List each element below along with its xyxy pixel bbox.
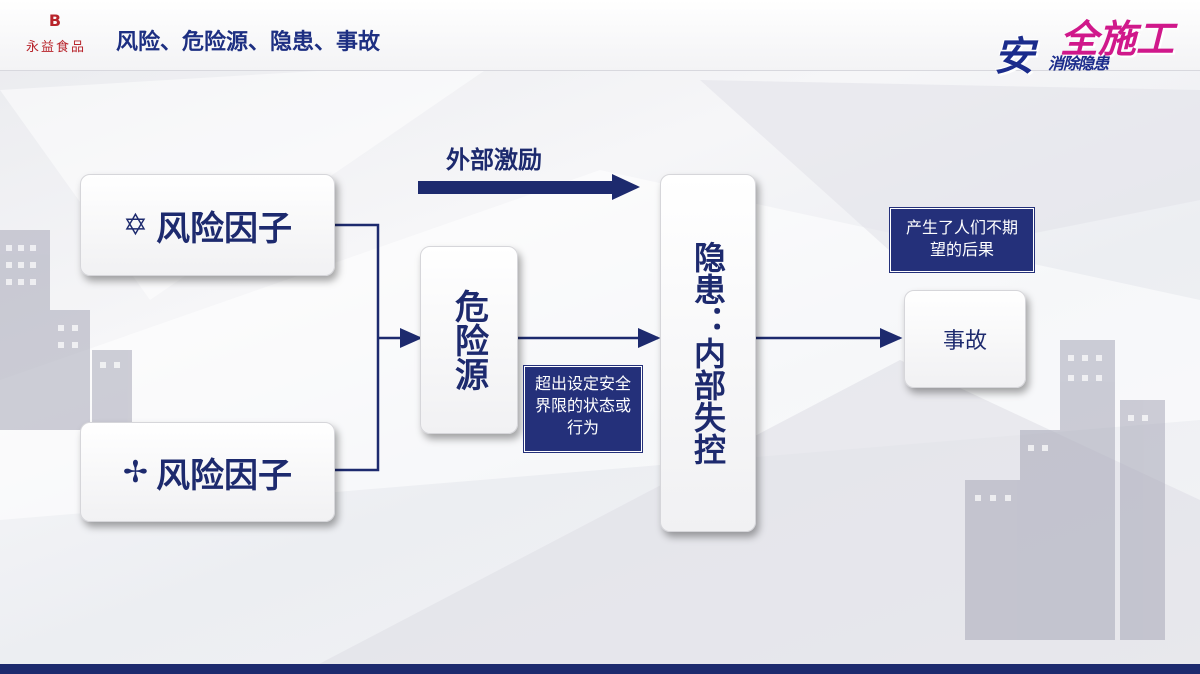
risk-factor-box-2: ✢ 风险因子 <box>80 422 335 522</box>
company-logo: B 永益食品 <box>10 12 102 56</box>
badge-top-text: 全施工 <box>1060 17 1175 61</box>
external-stimulus-arrow <box>418 174 640 200</box>
star-of-david-icon: ✡ <box>122 207 149 243</box>
badge-big-text: 安 <box>994 34 1034 80</box>
header-bar: B 永益食品 风险、危险源、隐患、事故 <box>0 0 1200 71</box>
external-stimulus-label: 外部激励 <box>446 146 542 174</box>
footer-bar <box>0 664 1200 674</box>
hazard-source-box: 危险源 <box>420 246 518 434</box>
logo-text: 永益食品 <box>25 40 86 55</box>
accident-label: 事故 <box>942 329 987 354</box>
risk-factor-label-1: 风险因子 <box>156 208 293 249</box>
consequence-note: 产生了人们不期望的后果 <box>890 208 1034 272</box>
hazard-source-label: 危险源 <box>448 289 489 391</box>
risk-factor-box-1: ✡ 风险因子 <box>80 174 335 276</box>
page-title: 风险、危险源、隐患、事故 <box>116 30 381 55</box>
risk-factor-label-2: 风险因子 <box>156 455 293 496</box>
logo-mark: B <box>48 11 62 30</box>
safety-badge: 安 全施工 消除隐患 <box>990 8 1195 80</box>
connector-factor1 <box>335 223 380 338</box>
hidden-danger-label: 隐患：内部失控 <box>689 241 727 465</box>
hidden-danger-box: 隐患：内部失控 <box>660 174 756 532</box>
hazard-source-note: 超出设定安全界限的状态或行为 <box>524 366 642 452</box>
cross-icon: ✢ <box>122 454 149 490</box>
connector-factor2 <box>335 338 380 472</box>
accident-box: 事故 <box>904 290 1026 388</box>
badge-sub-text: 消除隐患 <box>1048 54 1109 73</box>
